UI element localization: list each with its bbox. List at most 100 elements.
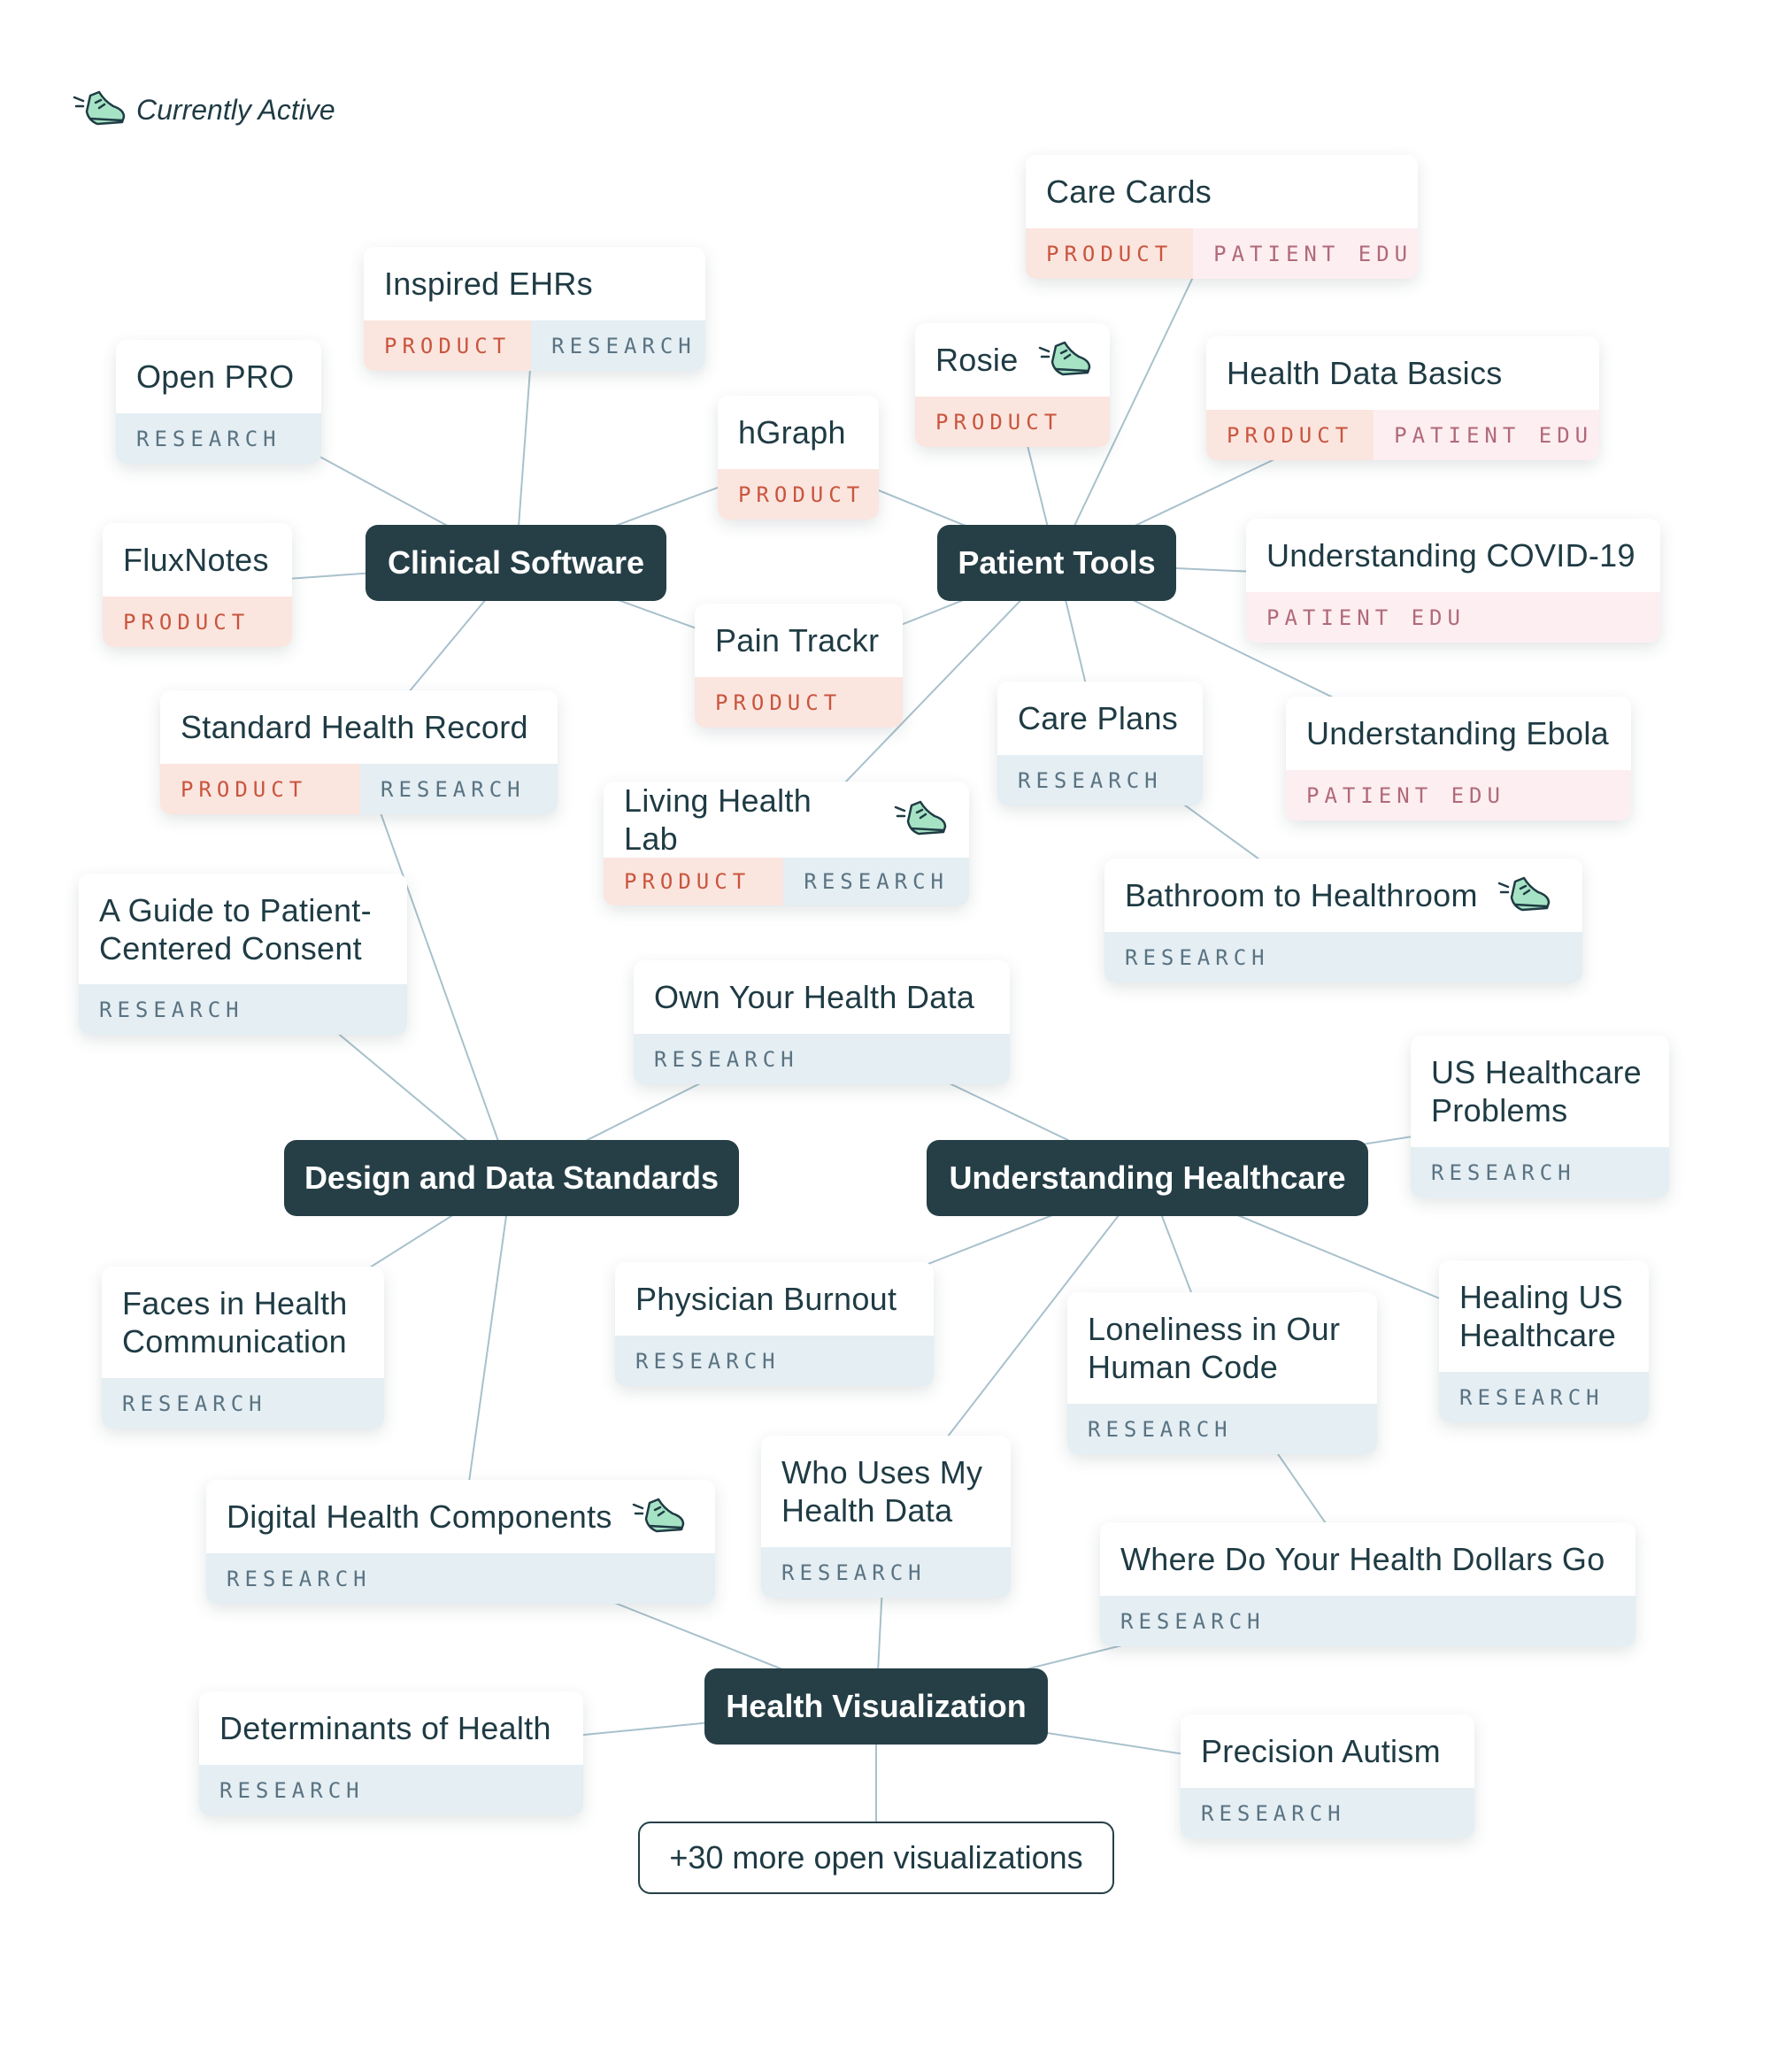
tag-row: PRODUCT [718,469,879,520]
project-title-row: Inspired EHRs [364,247,705,320]
project-title: US Healthcare Problems [1431,1054,1643,1128]
project-title-row: Pain Trackr [695,604,903,677]
tag-patient-edu: PATIENT EDU [1246,592,1660,643]
project-title-row: Precision Autism [1181,1714,1474,1788]
hub-health-visualization[interactable]: Health Visualization [704,1668,1048,1745]
running-shoe-icon [632,1498,684,1532]
tag-product: PRODUCT [604,858,784,905]
running-shoe-icon [1038,341,1090,375]
project-title-row: Understanding COVID-19 [1246,519,1660,592]
tag-row: RESEARCH [1067,1404,1377,1454]
tag-patient-edu: PATIENT EDU [1286,770,1631,820]
legend: Currently Active [73,89,335,131]
tag-row: RESEARCH [1439,1372,1649,1422]
tag-row: RESEARCH [199,1765,583,1815]
tag-row: RESEARCH [615,1336,934,1386]
tag-research: RESEARCH [1067,1404,1377,1454]
project-title: Understanding COVID-19 [1266,537,1635,574]
project-title: Understanding Ebola [1306,715,1609,751]
tag-research: RESEARCH [1411,1147,1669,1198]
project-title: Healing US Healthcare [1459,1279,1624,1353]
project-title-row: Loneliness in Our Human Code [1067,1292,1377,1404]
project-title-row: Care Cards [1026,155,1418,228]
project-title-row: Care Plans [997,682,1203,755]
tag-row: PATIENT EDU [1286,770,1631,820]
project-title-row: Open PRO [116,340,321,413]
project-title-row: A Guide to Patient- Centered Consent [79,874,407,984]
project-title-row: Understanding Ebola [1286,697,1631,770]
project-title-row: Health Data Basics [1206,336,1599,410]
project-title: Care Plans [1018,700,1179,736]
project-title-row: Rosie [915,323,1110,397]
project-title: Rosie [935,342,1019,378]
tag-research: RESEARCH [1181,1788,1474,1838]
tag-row: RESEARCH [1104,932,1582,982]
project-title: Standard Health Record [181,709,528,745]
project-title-row: Living Health Lab [604,782,969,858]
project-title: Loneliness in Our Human Code [1088,1311,1341,1385]
project-title: A Guide to Patient- Centered Consent [99,891,372,967]
hub-design-and-data-standards[interactable]: Design and Data Standards [284,1140,739,1216]
project-title: hGraph [738,414,846,451]
project-title: FluxNotes [123,542,269,578]
project-title-row: Who Uses My Health Data [761,1436,1011,1547]
project-title: Care Cards [1046,173,1212,210]
tag-product: PRODUCT [364,320,532,371]
hub-patient-tools[interactable]: Patient Tools [937,525,1176,601]
tag-row: RESEARCH [116,413,321,464]
project-title-row: hGraph [718,396,879,469]
project-title: Health Data Basics [1227,355,1503,391]
tag-row: PATIENT EDU [1246,592,1660,643]
more-visualizations-button[interactable]: +30 more open visualizations [638,1822,1114,1894]
project-title: Bathroom to Healthroom [1125,877,1478,913]
tag-row: RESEARCH [761,1547,1011,1598]
project-title-row: Standard Health Record [160,690,558,764]
tag-row: RESEARCH [102,1378,384,1429]
tag-research: RESEARCH [102,1378,384,1429]
tag-research: RESEARCH [634,1034,1010,1084]
tag-research: RESEARCH [1100,1596,1635,1646]
hub-understanding-healthcare[interactable]: Understanding Healthcare [927,1140,1368,1216]
running-shoe-icon [894,800,947,836]
project-title-row: Faces in Health Communication [102,1267,384,1378]
project-title: Inspired EHRs [384,266,593,302]
tag-row: RESEARCH [1411,1147,1669,1198]
hub-clinical-software[interactable]: Clinical Software [366,525,666,601]
project-title: Digital Health Components [227,1498,612,1535]
project-title: Faces in Health Communication [122,1285,348,1360]
tag-product: PRODUCT [695,677,903,728]
tag-product: PRODUCT [103,597,292,647]
project-title: Determinants of Health [219,1710,551,1746]
project-title-row: Own Your Health Data [634,960,1010,1034]
project-title: Living Health Lab [624,782,812,857]
tag-row: PRODUCT [915,397,1110,447]
tag-research: RESEARCH [761,1547,1011,1598]
